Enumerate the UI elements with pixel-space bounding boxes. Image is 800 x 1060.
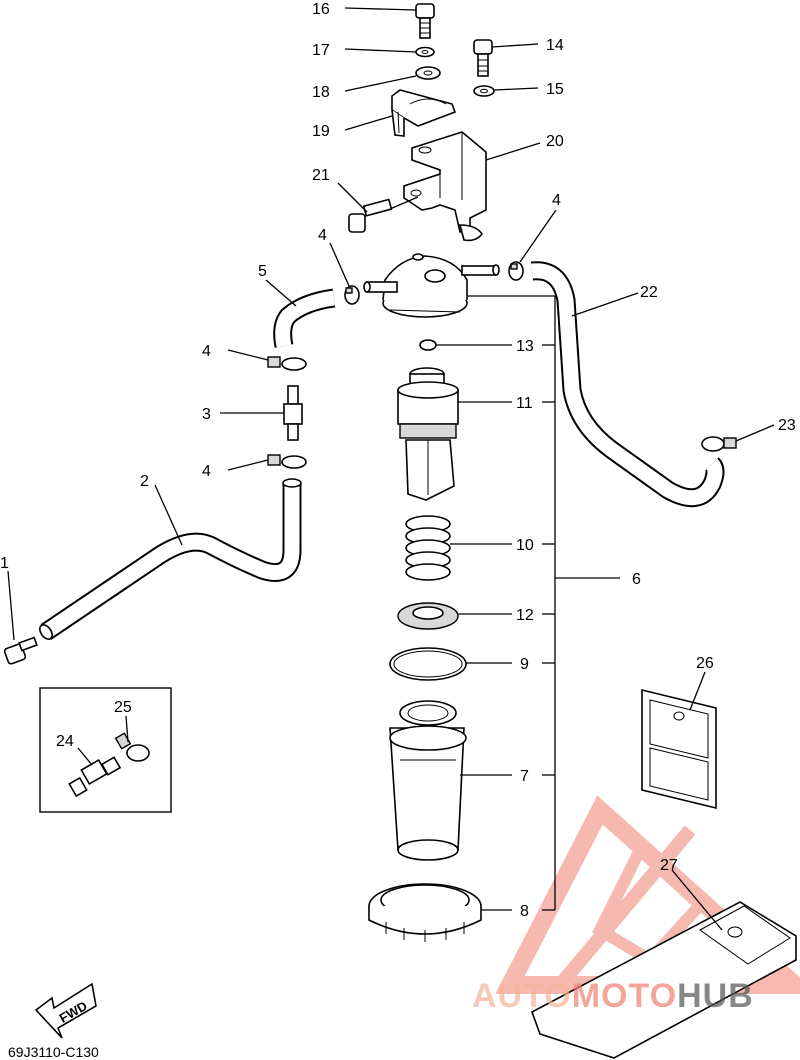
callout-12: 12 bbox=[516, 607, 534, 624]
assembly-6-bracket-line bbox=[468, 295, 620, 911]
callout-1: 1 bbox=[0, 555, 9, 572]
callout-26: 26 bbox=[696, 655, 714, 672]
callout-17: 17 bbox=[312, 42, 330, 59]
watermark-brand-part1: AUTO bbox=[472, 977, 572, 1015]
callout-4-c: 4 bbox=[202, 343, 211, 360]
callout-4-b: 4 bbox=[552, 192, 561, 209]
callout-2: 2 bbox=[140, 473, 149, 490]
callout-4-d: 4 bbox=[202, 463, 211, 480]
part-13-o-ring bbox=[419, 339, 437, 351]
part-25-clip bbox=[114, 732, 150, 762]
part-14-bolt bbox=[473, 39, 493, 77]
callout-labels: 16 17 18 19 14 15 20 21 4 4 5 22 13 4 11… bbox=[0, 1, 796, 920]
part-9-o-ring bbox=[389, 647, 467, 681]
part-4-clip-d bbox=[267, 454, 307, 469]
callout-25: 25 bbox=[114, 699, 132, 716]
watermark-brand-part2: MOTO bbox=[572, 977, 677, 1015]
callout-8: 8 bbox=[520, 903, 529, 920]
part-20-bracket bbox=[403, 131, 487, 242]
callout-23: 23 bbox=[778, 417, 796, 434]
part-26-label bbox=[641, 688, 717, 810]
part-11-element bbox=[397, 367, 459, 501]
callout-14: 14 bbox=[546, 37, 564, 54]
part-1-fitting bbox=[3, 636, 38, 665]
part-10-spring bbox=[405, 515, 451, 581]
part-7-bowl bbox=[389, 700, 467, 861]
callout-19: 19 bbox=[312, 123, 330, 140]
filter-head bbox=[363, 253, 500, 318]
part-23-clip bbox=[701, 436, 737, 452]
callout-7: 7 bbox=[520, 768, 529, 785]
callout-24: 24 bbox=[56, 733, 74, 750]
watermark-brand-part3: HUB bbox=[677, 977, 754, 1015]
callout-20: 20 bbox=[546, 133, 564, 150]
callout-5: 5 bbox=[258, 263, 267, 280]
part-2-hose bbox=[39, 478, 302, 640]
callout-13: 13 bbox=[516, 338, 534, 355]
callout-11: 11 bbox=[516, 395, 533, 412]
drawing-code: 69J3110-C130 bbox=[8, 1044, 99, 1060]
callout-9: 9 bbox=[520, 656, 529, 673]
callout-15: 15 bbox=[546, 81, 564, 98]
part-24-joint bbox=[68, 756, 122, 798]
part-17-lock-washer bbox=[415, 46, 435, 58]
part-4-clip-b bbox=[508, 261, 524, 281]
inset-box bbox=[39, 687, 172, 813]
part-18-washer bbox=[415, 66, 441, 80]
part-4-clip-c bbox=[267, 356, 307, 371]
part-4-clip-a bbox=[344, 285, 360, 305]
part-8-ring-nut bbox=[368, 883, 482, 942]
callout-16: 16 bbox=[312, 1, 330, 18]
part-19-clamp-plate bbox=[391, 89, 457, 137]
part-27-bag bbox=[531, 901, 797, 1059]
part-5-hose bbox=[273, 288, 336, 348]
fwd-arrow-icon: FWD bbox=[34, 982, 97, 1039]
part-22-hose bbox=[530, 261, 725, 508]
callout-4-a: 4 bbox=[318, 227, 327, 244]
callout-6: 6 bbox=[632, 571, 641, 588]
callout-10: 10 bbox=[516, 537, 534, 554]
svg-text:AUTOMOTOHUB: AUTOMOTOHUB bbox=[472, 977, 754, 1015]
callout-3: 3 bbox=[202, 406, 211, 423]
part-16-bolt bbox=[415, 3, 435, 39]
callout-18: 18 bbox=[312, 84, 330, 101]
part-3-joint bbox=[283, 385, 303, 441]
callout-27: 27 bbox=[660, 857, 678, 874]
watermark-text: AUTOMOTOHUB bbox=[472, 977, 754, 1015]
part-12-seal bbox=[397, 602, 459, 630]
part-21-bolt bbox=[348, 198, 393, 233]
part-15-washer bbox=[473, 85, 495, 97]
callout-22: 22 bbox=[640, 284, 658, 301]
callout-21: 21 bbox=[312, 167, 330, 184]
